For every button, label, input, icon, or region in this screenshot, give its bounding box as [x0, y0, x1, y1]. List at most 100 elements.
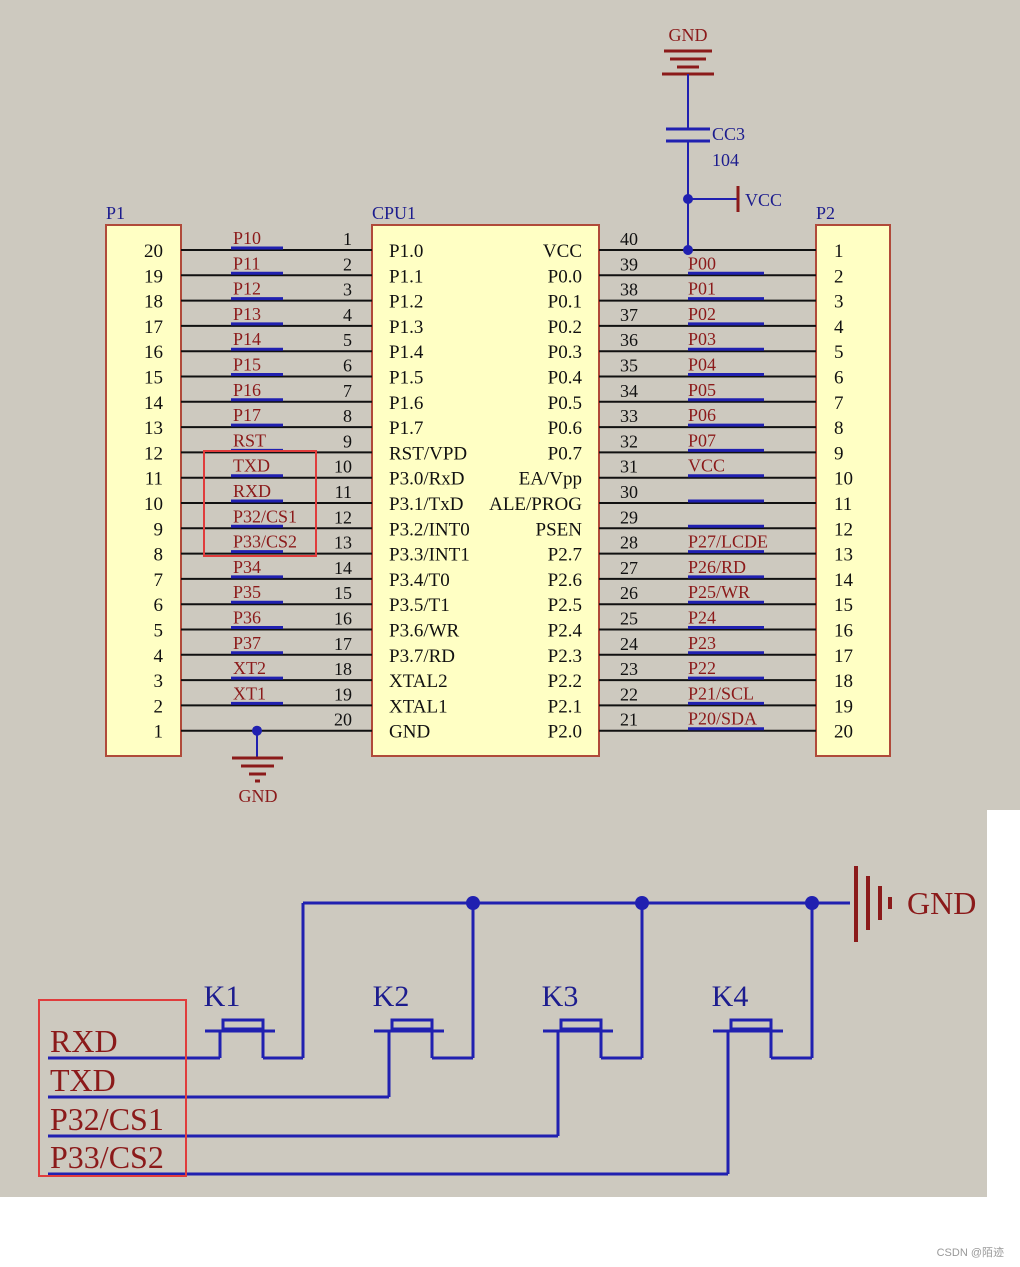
- cpu-left-pin-name: XTAL2: [389, 671, 448, 692]
- cpu-left-pin-name: P1.5: [389, 368, 423, 389]
- highlight-box-upper: [203, 450, 317, 557]
- cpu-left-pin-name: P3.4/T0: [389, 570, 450, 591]
- cpu-right-pin-number: 33: [620, 406, 638, 426]
- cpu-left-pin-name: P1.7: [389, 418, 423, 439]
- cpu-right-pin-name: P0.6: [548, 418, 582, 439]
- cpu-left-pin-number: 7: [343, 381, 352, 401]
- p1-pin-number: 10: [144, 494, 163, 515]
- key-net-label: TXD: [50, 1062, 116, 1098]
- cpu-left-pin-name: P3.6/WR: [389, 621, 460, 642]
- cpu-left-pin-name: RST/VPD: [389, 443, 467, 464]
- cpu-right-pin-name: P2.7: [548, 545, 582, 566]
- cpu-right-pin-name: P0.3: [548, 342, 582, 363]
- cpu-left-pin-number: 1: [343, 229, 352, 249]
- p1-pin-number: 17: [144, 317, 163, 338]
- p2-pin-number: 14: [834, 570, 854, 591]
- cpu-left-pin-number: 19: [334, 684, 352, 704]
- key-designator: K2: [373, 980, 410, 1013]
- cpu-right-pin-name: P0.0: [548, 266, 582, 287]
- p1-pin-number: 11: [145, 469, 163, 490]
- cpu-left-pin-name: P3.0/RxD: [389, 469, 465, 490]
- cpu-right-pin-name: P2.6: [548, 570, 582, 591]
- cpu-left-pin-name: P3.3/INT1: [389, 545, 470, 566]
- p1-pin-number: 18: [144, 292, 163, 313]
- p1-pin-number: 9: [154, 519, 164, 540]
- p2-pin-number: 16: [834, 621, 853, 642]
- cpu-right-pin-number: 32: [620, 431, 638, 451]
- cpu-left-pin-number: 8: [343, 406, 352, 426]
- vcc-label: VCC: [745, 190, 782, 210]
- cpu-left-pin-name: P1.1: [389, 266, 423, 287]
- p1-pin-number: 3: [154, 671, 164, 692]
- p2-pin-number: 4: [834, 317, 844, 338]
- p1-pin-number: 15: [144, 368, 163, 389]
- p1-pin-number: 20: [144, 241, 163, 262]
- gnd-label-keys: GND: [907, 885, 976, 921]
- p2-pin-number: 17: [834, 646, 853, 667]
- right-net-label: P04: [688, 355, 716, 375]
- right-net-label: P27/LCDE: [688, 532, 768, 552]
- p2-connector-body: [815, 224, 891, 757]
- left-net-label: RXD: [233, 481, 271, 501]
- cpu-right-pin-number: 38: [620, 280, 638, 300]
- cpu-right-pin-name: P2.1: [548, 696, 582, 717]
- gnd-label-top: GND: [669, 25, 708, 45]
- cpu-right-pin-number: 34: [620, 381, 638, 401]
- right-net-label: P00: [688, 253, 716, 273]
- cpu-left-pin-number: 3: [343, 280, 352, 300]
- cpu-right-pin-number: 21: [620, 710, 638, 730]
- lower-background: [0, 810, 987, 1197]
- cpu-right-pin-name: P2.3: [548, 646, 582, 667]
- p1-pin-number: 12: [144, 443, 163, 464]
- left-net-label: P35: [233, 582, 261, 602]
- gnd-label-bottom: GND: [239, 786, 278, 806]
- cpu-right-pin-name: P0.1: [548, 292, 582, 313]
- cpu-right-pin-name: P2.0: [548, 722, 582, 743]
- cpu-designator: CPU1: [372, 203, 416, 223]
- cpu-left-pin-number: 16: [334, 609, 352, 629]
- right-net-label: P23: [688, 633, 716, 653]
- left-net-label: P14: [233, 329, 261, 349]
- p2-pin-number: 12: [834, 519, 853, 540]
- watermark: CSDN @陌迹: [936, 1247, 1004, 1259]
- right-net-label: P02: [688, 304, 716, 324]
- cpu-left-pin-name: GND: [389, 722, 430, 743]
- right-net-label: P22: [688, 658, 716, 678]
- left-net-label: P16: [233, 380, 261, 400]
- left-net-label: TXD: [233, 456, 270, 476]
- cpu-left-pin-number: 11: [335, 482, 352, 502]
- cpu-left-pin-name: P1.0: [389, 241, 423, 262]
- cpu-right-pin-name: P0.5: [548, 393, 582, 414]
- cpu-right-pin-number: 35: [620, 356, 638, 376]
- right-net-label: P01: [688, 279, 716, 299]
- cpu-left-pin-name: P3.2/INT0: [389, 519, 470, 540]
- p2-pin-number: 18: [834, 671, 853, 692]
- p2-pin-number: 20: [834, 722, 853, 743]
- cpu-right-pin-name: PSEN: [536, 519, 583, 540]
- p2-pin-number: 7: [834, 393, 844, 414]
- right-net-label: P05: [688, 380, 716, 400]
- right-net-label: P25/WR: [688, 582, 750, 602]
- key-designator: K1: [204, 980, 241, 1013]
- left-net-label: XT2: [233, 658, 266, 678]
- cpu-right-pin-name: P0.4: [548, 368, 583, 389]
- right-net-label: P26/RD: [688, 557, 746, 577]
- cpu-left-pin-number: 9: [343, 431, 352, 451]
- cpu-right-pin-name: ALE/PROG: [489, 494, 582, 515]
- key-designator: K4: [712, 980, 749, 1013]
- p1-pin-number: 6: [154, 595, 164, 616]
- cpu-right-pin-number: 29: [620, 507, 638, 527]
- cpu-right-pin-number: 36: [620, 330, 638, 350]
- p2-pin-number: 2: [834, 266, 844, 287]
- p2-pin-number: 10: [834, 469, 853, 490]
- key-button-cap: [390, 1018, 434, 1031]
- cpu-right-pin-number: 40: [620, 229, 638, 249]
- p1-pin-number: 2: [154, 696, 164, 717]
- left-net-label: RST: [233, 430, 266, 450]
- key-net-label: RXD: [50, 1023, 118, 1059]
- p2-pin-number: 8: [834, 418, 844, 439]
- cpu-left-pin-number: 2: [343, 254, 352, 274]
- cpu-left-pin-number: 13: [334, 533, 352, 553]
- cpu-left-pin-number: 6: [343, 356, 352, 376]
- left-net-label: P37: [233, 633, 261, 653]
